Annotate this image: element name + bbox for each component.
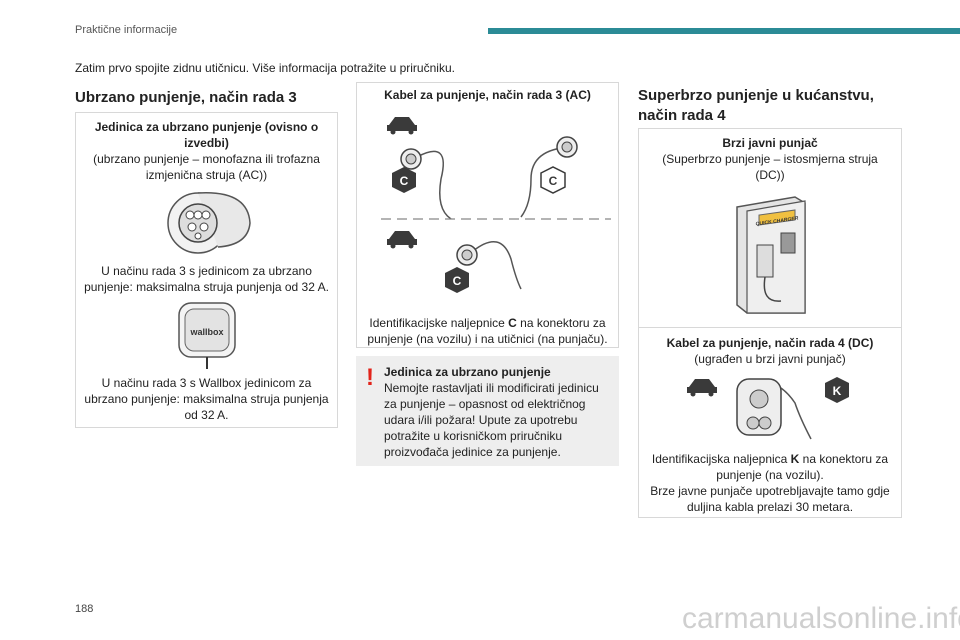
page-number: 188 xyxy=(75,603,94,615)
middle-caption: Identifikacijske naljepnice C na konekto… xyxy=(367,316,608,346)
warning-text: Nemojte rastavljati ili modificirati jed… xyxy=(384,381,599,459)
right-box-title: Brzi javni punjač xyxy=(722,136,818,150)
right-box: Brzi javni punjač (Superbrzo punjenje – … xyxy=(638,128,902,518)
right-caption-1: Identifikacijska naljepnica K na konekto… xyxy=(651,452,889,482)
right-heading: Superbrzo punjenje u kućanstvu, način ra… xyxy=(638,87,874,124)
wallbox-logo-text: wallbox xyxy=(189,327,223,337)
left-caption-1: U načinu rada 3 s jedinicom za ubrzano p… xyxy=(84,264,329,294)
charging-cable-illustration: C C C xyxy=(381,117,611,293)
right-caption-2: Brze javne punjače upotrebljavajte tamo … xyxy=(650,484,890,514)
car-icon xyxy=(387,231,417,249)
svg-text:C: C xyxy=(453,274,462,288)
quick-charger-icon: QUICK CHARGER xyxy=(736,196,806,314)
car-icon xyxy=(687,379,717,397)
badge-k-icon xyxy=(825,377,849,403)
socket-icon xyxy=(167,192,251,254)
wallbox-icon: wallbox xyxy=(178,302,236,369)
header-accent-bar xyxy=(488,28,960,34)
left-box-title: Jedinica za ubrzano punjenje (ovisno o i… xyxy=(94,120,319,150)
left-heading: Ubrzano punjenje, način rada 3 xyxy=(75,89,297,106)
left-box: Jedinica za ubrzano punjenje (ovisno o i… xyxy=(75,112,338,428)
left-box-subtitle: (ubrzano punjenje – monofazna ili trofaz… xyxy=(93,152,320,182)
right-box-subtitle: (Superbrzo punjenje – istosmjerna struja… xyxy=(662,152,878,182)
right-box2-title: Kabel za punjenje, način rada 4 (DC) xyxy=(666,336,874,350)
car-icon xyxy=(387,117,417,135)
middle-box-title: Kabel za punjenje, način rada 3 (AC) xyxy=(384,88,591,102)
svg-text:K: K xyxy=(833,384,842,398)
svg-text:C: C xyxy=(400,174,409,188)
left-caption-2: U načinu rada 3 s Wallbox jedinicom za u… xyxy=(84,376,329,422)
middle-box: Kabel za punjenje, način rada 3 (AC) C C… xyxy=(356,82,619,348)
svg-text:C: C xyxy=(549,174,558,188)
warning-box: ! Jedinica za ubrzano punjenje Nemojte r… xyxy=(356,356,619,466)
watermark: carmanualsonline.info xyxy=(682,602,960,635)
warning-title: Jedinica za ubrzano punjenje xyxy=(384,365,551,379)
badge-c-icon xyxy=(445,267,469,293)
badge-c-icon xyxy=(392,167,416,193)
right-box-divider xyxy=(639,327,901,328)
section-header: Praktične informacije xyxy=(75,24,178,36)
right-box2-subtitle: (ugrađen u brzi javni punjač) xyxy=(694,352,846,366)
warning-icon: ! xyxy=(366,364,374,391)
badge-c-outline-icon xyxy=(540,166,566,194)
intro-text: Zatim prvo spojite zidnu utičnicu. Više … xyxy=(75,61,455,75)
dc-cable-illustration: K xyxy=(687,377,849,440)
